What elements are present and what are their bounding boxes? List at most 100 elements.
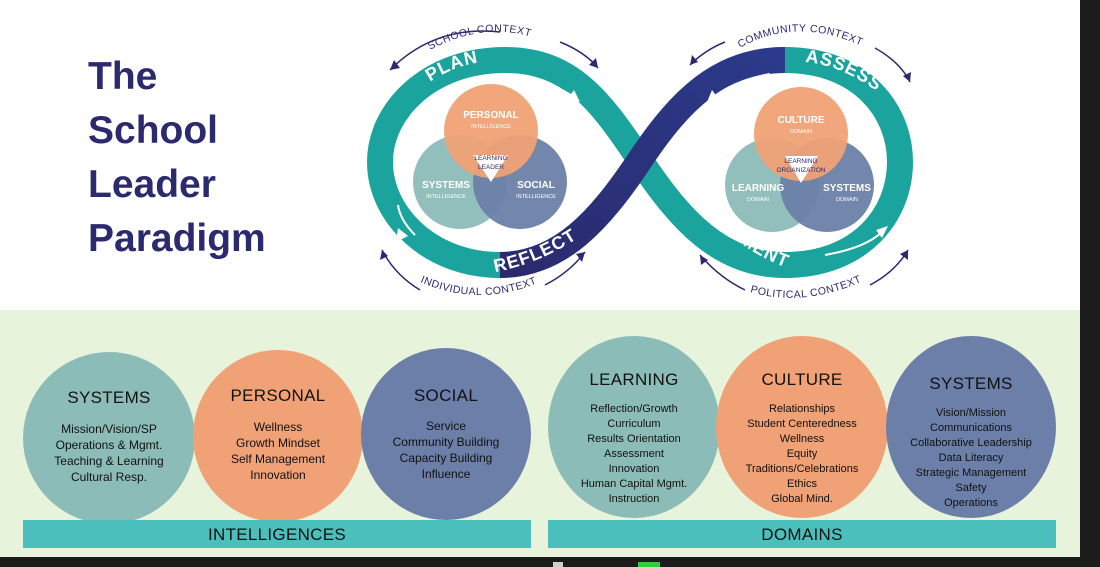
circle-item: Instruction bbox=[608, 493, 660, 505]
circle-title: SYSTEMS bbox=[67, 388, 151, 407]
arrowhead bbox=[589, 58, 598, 68]
ribbon-arrow bbox=[397, 204, 416, 236]
circle-title: PERSONAL bbox=[230, 386, 326, 405]
domain-circle-learning: LEARNING Reflection/Growth Curriculum Re… bbox=[548, 336, 720, 518]
arrowhead bbox=[900, 250, 908, 260]
arrowhead bbox=[700, 255, 708, 265]
circle-item: Influence bbox=[421, 467, 471, 481]
circle-item: Community Building bbox=[392, 435, 500, 449]
venn-center bbox=[785, 156, 818, 183]
intelligence-circle-systems: SYSTEMS Mission/Vision/SP Operations & M… bbox=[23, 352, 195, 524]
venn-label-sub: DOMAIN bbox=[747, 197, 769, 203]
circle-title: SOCIAL bbox=[413, 386, 479, 405]
venn-label-title: SYSTEMS bbox=[823, 183, 871, 194]
circle-item: Curriculum bbox=[607, 418, 661, 430]
circle-item: Collaborative Leadership bbox=[910, 437, 1032, 449]
infinity-ribbon-navy bbox=[499, 47, 786, 278]
venn-label-sub: INTELLIGENCE bbox=[426, 194, 466, 200]
circle-item: Growth Mindset bbox=[235, 436, 321, 450]
venn-center bbox=[473, 155, 508, 182]
title-line: Leader bbox=[88, 163, 216, 206]
circle-item: Vision/Mission bbox=[935, 407, 1007, 419]
venn-center-label: LEADER bbox=[478, 164, 504, 171]
domain-circle-systems: SYSTEMS Vision/Mission Communications Co… bbox=[886, 336, 1056, 518]
venn-intelligences: PERSONAL INTELLIGENCE SYSTEMS INTELLIGEN… bbox=[413, 84, 567, 229]
context-label-individual: INDIVIDUAL CONTEXT bbox=[419, 274, 539, 298]
arrowhead bbox=[390, 60, 400, 70]
circle-item: Results Orientation bbox=[587, 433, 681, 445]
title-line: School bbox=[88, 109, 219, 152]
venn-circle-culture bbox=[754, 87, 848, 181]
venn-label-title: PERSONAL bbox=[463, 110, 519, 121]
ribbon-arrow bbox=[824, 231, 883, 256]
taskbar-indicator-active bbox=[638, 562, 660, 567]
intelligences-bar: INTELLIGENCES bbox=[23, 520, 531, 548]
circle-item: Equity bbox=[786, 448, 818, 460]
circle-item: Wellness bbox=[253, 420, 303, 434]
title-line: The bbox=[88, 55, 158, 98]
title-line: Paradigm bbox=[88, 217, 266, 260]
arrowhead bbox=[876, 226, 888, 238]
circle-item: Self Management bbox=[230, 452, 326, 466]
arrowhead bbox=[690, 55, 698, 65]
circle-title: LEARNING bbox=[589, 370, 679, 389]
circle-item: Safety bbox=[955, 482, 987, 494]
arrowhead bbox=[568, 90, 580, 102]
circle-item: Relationships bbox=[768, 403, 836, 415]
arrowhead bbox=[396, 228, 408, 242]
venn-label-title: SOCIAL bbox=[517, 180, 555, 191]
venn-label-sub: INTELLIGENCE bbox=[516, 194, 556, 200]
venn-label-sub: DOMAIN bbox=[836, 197, 858, 203]
arrowhead bbox=[903, 72, 911, 82]
domain-circle-culture: CULTURE Relationships Student Centeredne… bbox=[716, 336, 888, 518]
circle-item: Data Literacy bbox=[938, 452, 1004, 464]
circle-item: Reflection/Growth bbox=[590, 403, 678, 415]
intelligence-circle-social: SOCIAL Service Community Building Capaci… bbox=[361, 348, 531, 520]
venn-label-sub: DOMAIN bbox=[790, 129, 812, 135]
circle-item: Operations & Mgmt. bbox=[55, 438, 163, 452]
circle-item: Traditions/Celebrations bbox=[745, 463, 859, 475]
circle-item: Human Capital Mgmt. bbox=[580, 478, 688, 490]
venn-domains: CULTURE DOMAIN LEARNING DOMAIN SYSTEMS D… bbox=[725, 87, 874, 232]
circle-item: Capacity Building bbox=[399, 451, 493, 465]
context-label-community: COMMUNITY CONTEXT bbox=[736, 22, 865, 50]
ribbon-arrow bbox=[509, 73, 576, 99]
venn-label-sub: INTELLIGENCE bbox=[471, 124, 511, 130]
circle-item: Communications bbox=[930, 422, 1012, 434]
window-frame-right bbox=[1080, 0, 1100, 567]
venn-label-title: CULTURE bbox=[777, 115, 824, 126]
venn-label-title: SYSTEMS bbox=[422, 180, 470, 191]
circle-item: Wellness bbox=[779, 433, 825, 445]
circle-item: Student Centeredness bbox=[747, 418, 857, 430]
circle-title: CULTURE bbox=[761, 370, 843, 389]
circle-item: Operations bbox=[944, 497, 998, 509]
circle-item: Assessment bbox=[604, 448, 664, 460]
intelligence-circle-personal: PERSONAL Wellness Growth Mindset Self Ma… bbox=[193, 350, 363, 522]
venn-center-label: ORGANIZATION bbox=[777, 167, 826, 174]
circle-item: Service bbox=[425, 419, 466, 433]
circle-item: Global Mind. bbox=[771, 493, 833, 505]
page-title: The School Leader Paradigm bbox=[88, 50, 348, 266]
domains-bar: DOMAINS bbox=[548, 520, 1056, 548]
venn-circle-personal bbox=[444, 84, 538, 178]
circle-item: Innovation bbox=[608, 463, 660, 475]
arrowhead bbox=[707, 90, 718, 102]
taskbar-indicator bbox=[553, 562, 563, 567]
arrowhead bbox=[380, 250, 388, 260]
window-frame-bottom bbox=[0, 557, 1100, 567]
circle-title: SYSTEMS bbox=[929, 374, 1013, 393]
infinity-diagram: SCHOOL CONTEXT COMMUNITY CONTEXT INDIVID… bbox=[367, 22, 913, 301]
ribbon-arrow bbox=[711, 73, 771, 99]
context-arrow bbox=[389, 30, 501, 71]
venn-center-label: LEARNING bbox=[784, 158, 817, 165]
circle-item: Ethics bbox=[787, 478, 817, 490]
circle-item: Mission/Vision/SP bbox=[61, 422, 157, 436]
circle-item: Teaching & Learning bbox=[54, 454, 164, 468]
venn-label-title: LEARNING bbox=[732, 183, 784, 194]
context-label-political: POLITICAL CONTEXT bbox=[749, 273, 863, 301]
arrowhead bbox=[576, 252, 585, 262]
circle-item: Innovation bbox=[250, 468, 306, 482]
circle-item: Cultural Resp. bbox=[70, 470, 148, 484]
venn-center-label: LEARNING bbox=[474, 155, 507, 162]
circle-item: Strategic Management bbox=[915, 467, 1027, 479]
